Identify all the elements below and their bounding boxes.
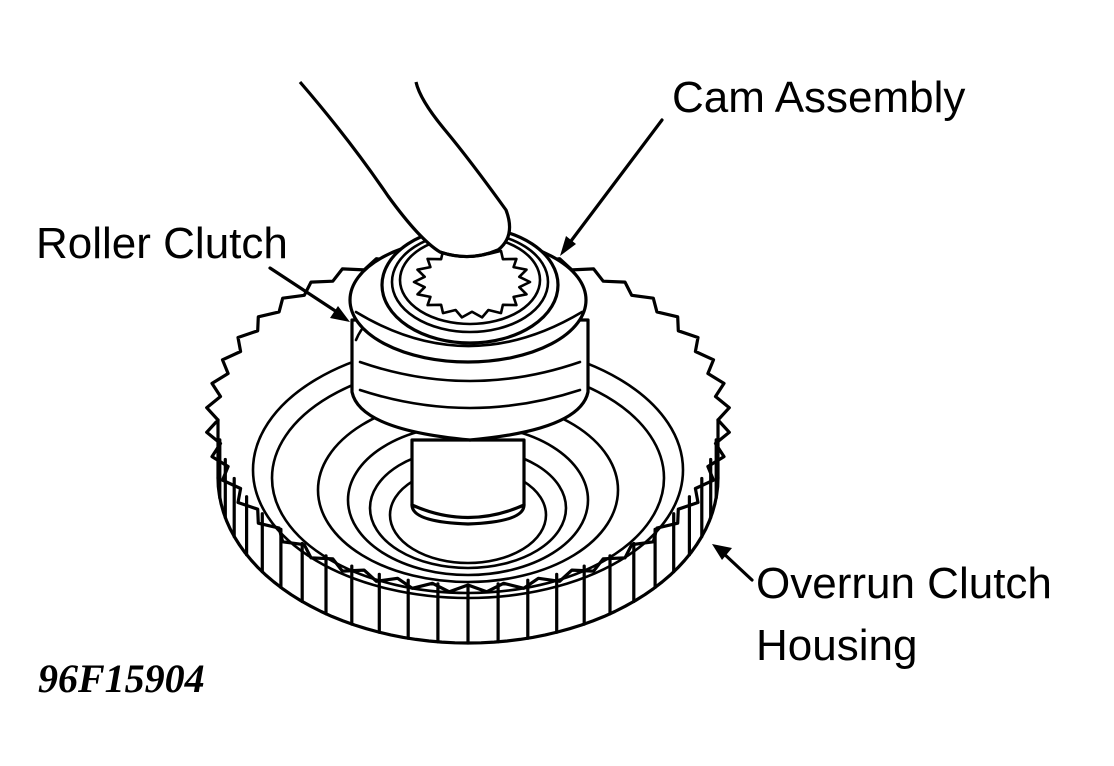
- cam-outer-lower-edge: [354, 310, 584, 348]
- label-housing: Housing: [756, 621, 917, 670]
- leader-lines: [268, 118, 754, 582]
- cam-assembly-leader: [566, 118, 664, 247]
- cam-internal-splines: [412, 245, 532, 319]
- label-roller-clutch: Roller Clutch: [36, 219, 288, 268]
- overrun-housing-leader: [720, 550, 754, 582]
- figure-id: 96F15904: [38, 656, 205, 701]
- hub-shaft: [410, 438, 526, 526]
- label-cam-assembly: Cam Assembly: [672, 73, 965, 122]
- roller-clutch-arrowhead: [330, 306, 350, 322]
- roller-clutch-leader: [268, 266, 342, 316]
- housing-front-teeth: [216, 418, 720, 645]
- housing-base-edge: [216, 476, 720, 645]
- center-hub: [410, 438, 526, 526]
- cam-assembly-stack: [348, 225, 590, 442]
- hub-base-edge: [410, 503, 526, 519]
- cam-assembly-arrowhead: [560, 236, 576, 256]
- finger-shape: [298, 80, 512, 259]
- roller-clutch-band-2: [358, 388, 582, 410]
- fingertip-edge: [438, 248, 500, 259]
- label-overrun-clutch: Overrun Clutch: [756, 559, 1052, 608]
- roller-clutch-band-1: [358, 360, 582, 383]
- finger: [298, 80, 512, 259]
- overrun-housing-arrowhead: [712, 544, 732, 560]
